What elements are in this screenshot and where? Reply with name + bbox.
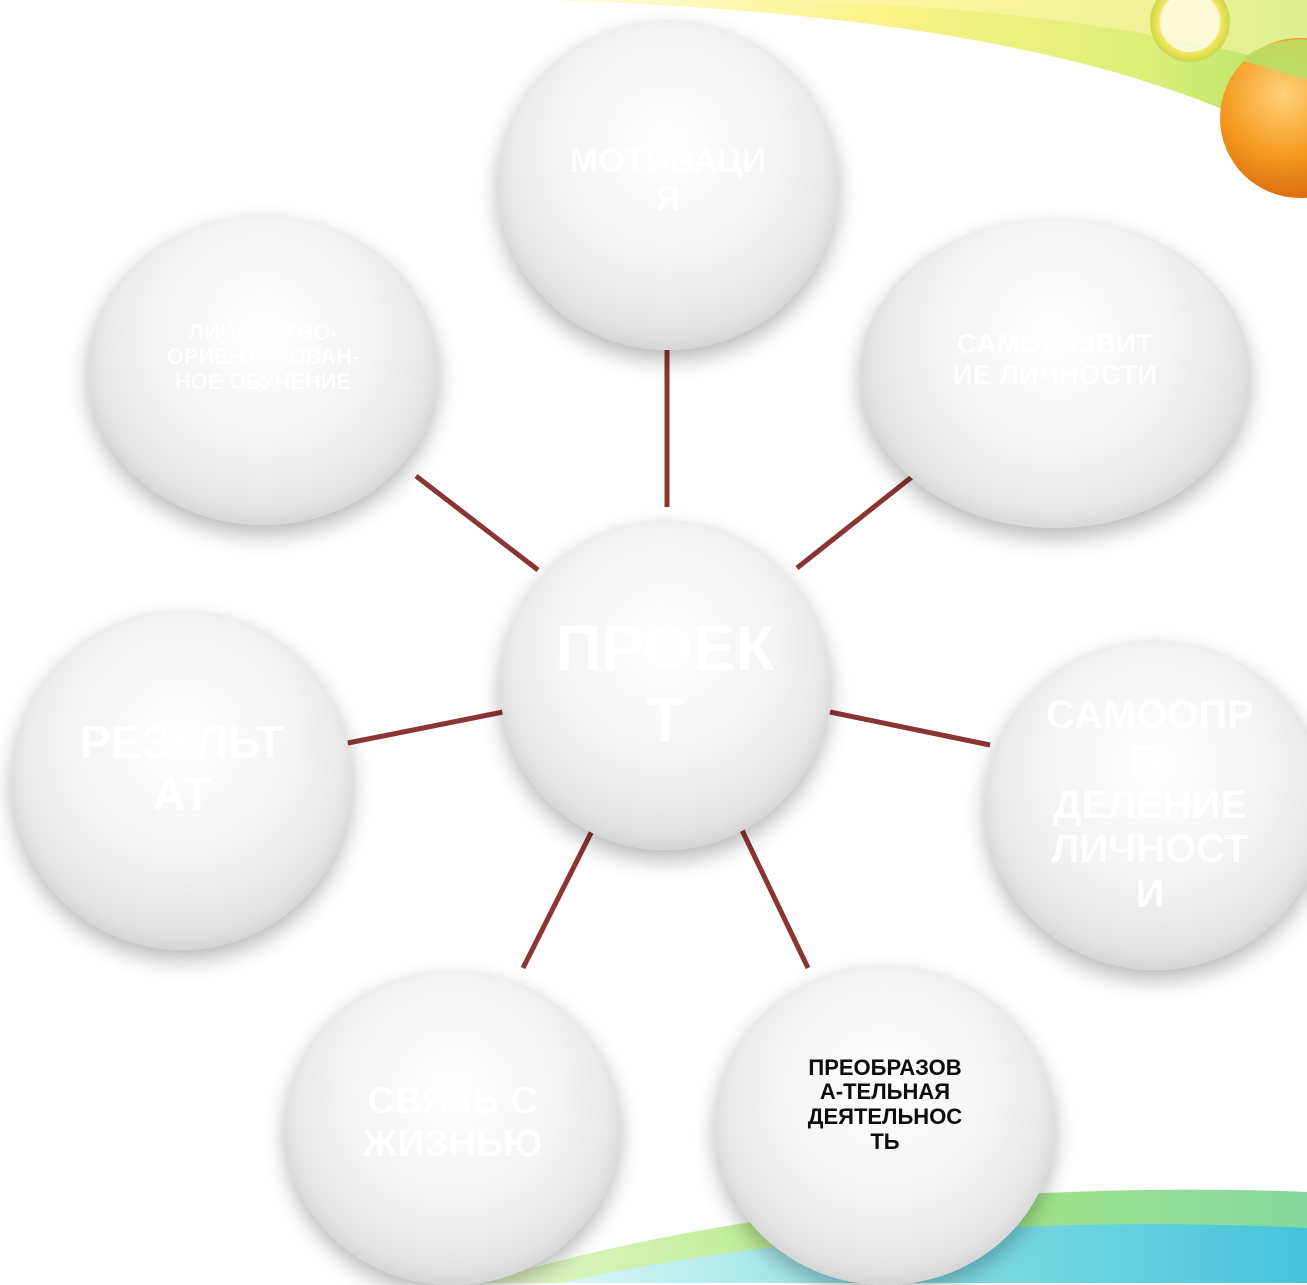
connector-line-transformative-activity bbox=[737, 824, 811, 970]
node-life-connection: СВЯЗЬ С ЖИЗНЬЮ bbox=[285, 970, 620, 1285]
node-label: РЕЗУЛЬТ АТ bbox=[79, 716, 285, 820]
node-label: САМОРАЗВИТ ИЕ ЛИЧНОСТИ bbox=[952, 327, 1158, 390]
node-result: РЕЗУЛЬТ АТ bbox=[12, 610, 352, 950]
node-label: ЛИЧНОСТНО- ОРИЕНТИРОВАН- НОЕ ОБУЧЕНИЕ bbox=[166, 319, 360, 394]
node-self-development: САМОРАЗВИТ ИЕ ЛИЧНОСТИ bbox=[860, 218, 1250, 528]
top-swoosh bbox=[540, 0, 1307, 150]
node-motivation: МОТИВАЦИ Я bbox=[498, 20, 838, 350]
node-label: МОТИВАЦИ Я bbox=[569, 141, 767, 218]
node-label: СВЯЗЬ С ЖИЗНЬЮ bbox=[362, 1079, 543, 1165]
center-bubble-project: ПРОЕК Т bbox=[500, 520, 830, 850]
connector-line-personal-learning bbox=[414, 474, 540, 572]
center-label: ПРОЕК Т bbox=[555, 612, 775, 756]
connector-line-self-determination bbox=[829, 709, 991, 748]
node-personal-learning: ЛИЧНОСТНО- ОРИЕНТИРОВАН- НОЕ ОБУЧЕНИЕ bbox=[88, 215, 438, 525]
node-label: САМООПР Е- ДЕЛЕНИЕ ЛИЧНОСТ И bbox=[1046, 693, 1254, 917]
node-self-determination: САМООПР Е- ДЕЛЕНИЕ ЛИЧНОСТ И bbox=[985, 640, 1307, 970]
orange-ball bbox=[1220, 38, 1307, 198]
connector-line-self-development bbox=[795, 474, 915, 570]
node-label: ПРЕОБРАЗОВ А-ТЕЛЬНАЯ ДЕЯТЕЛЬНОС ТЬ bbox=[807, 1054, 963, 1154]
connector-line-result bbox=[342, 709, 504, 747]
connector-line-life-connection bbox=[520, 823, 598, 970]
node-transformative-activity: ПРЕОБРАЗОВ А-ТЕЛЬНАЯ ДЕЯТЕЛЬНОС ТЬ bbox=[715, 965, 1055, 1285]
